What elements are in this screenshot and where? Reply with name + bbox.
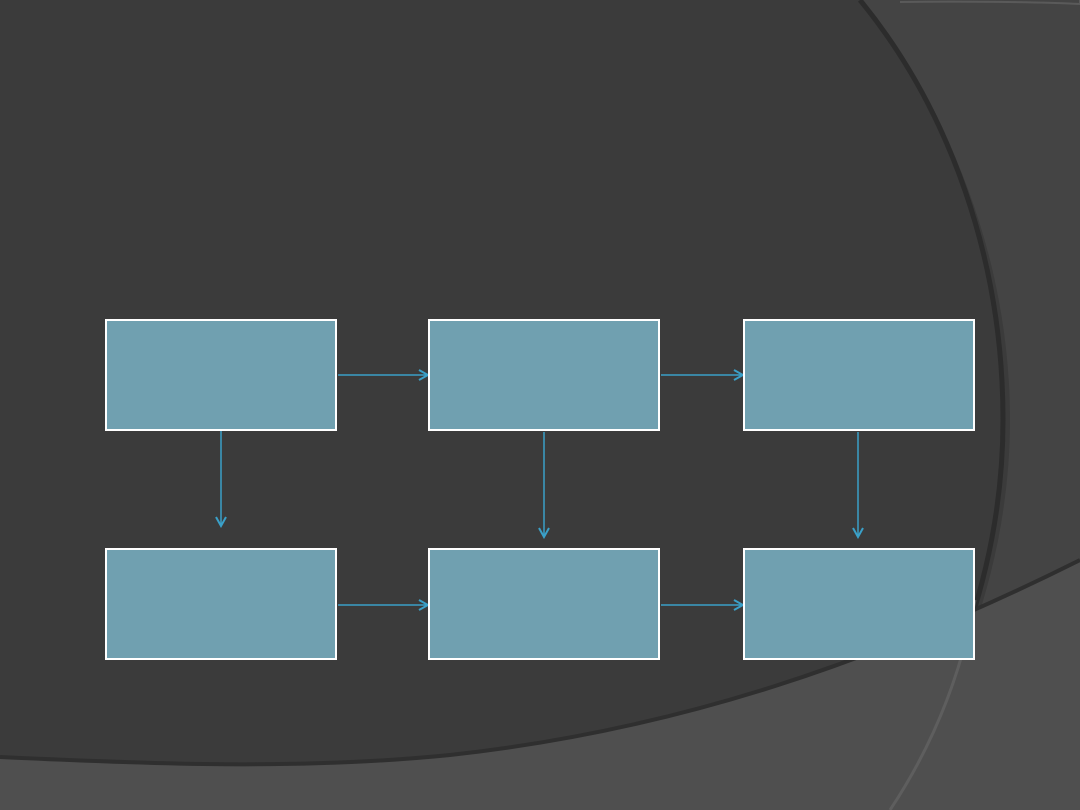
box-top-right [743,319,975,431]
process-box [428,319,660,431]
box-top-center [428,319,660,431]
box-bottom-right [743,548,975,660]
node-layer [105,319,975,660]
box-top-left [105,319,337,431]
process-box [428,548,660,660]
process-box [743,319,975,431]
box-bottom-left [105,548,337,660]
box-bottom-center [428,548,660,660]
background-swoosh-bottom [0,560,1080,810]
connector-layer [221,375,858,605]
process-box [105,548,337,660]
process-box [105,319,337,431]
background-swoosh-arc [899,0,1080,6]
process-box [743,548,975,660]
